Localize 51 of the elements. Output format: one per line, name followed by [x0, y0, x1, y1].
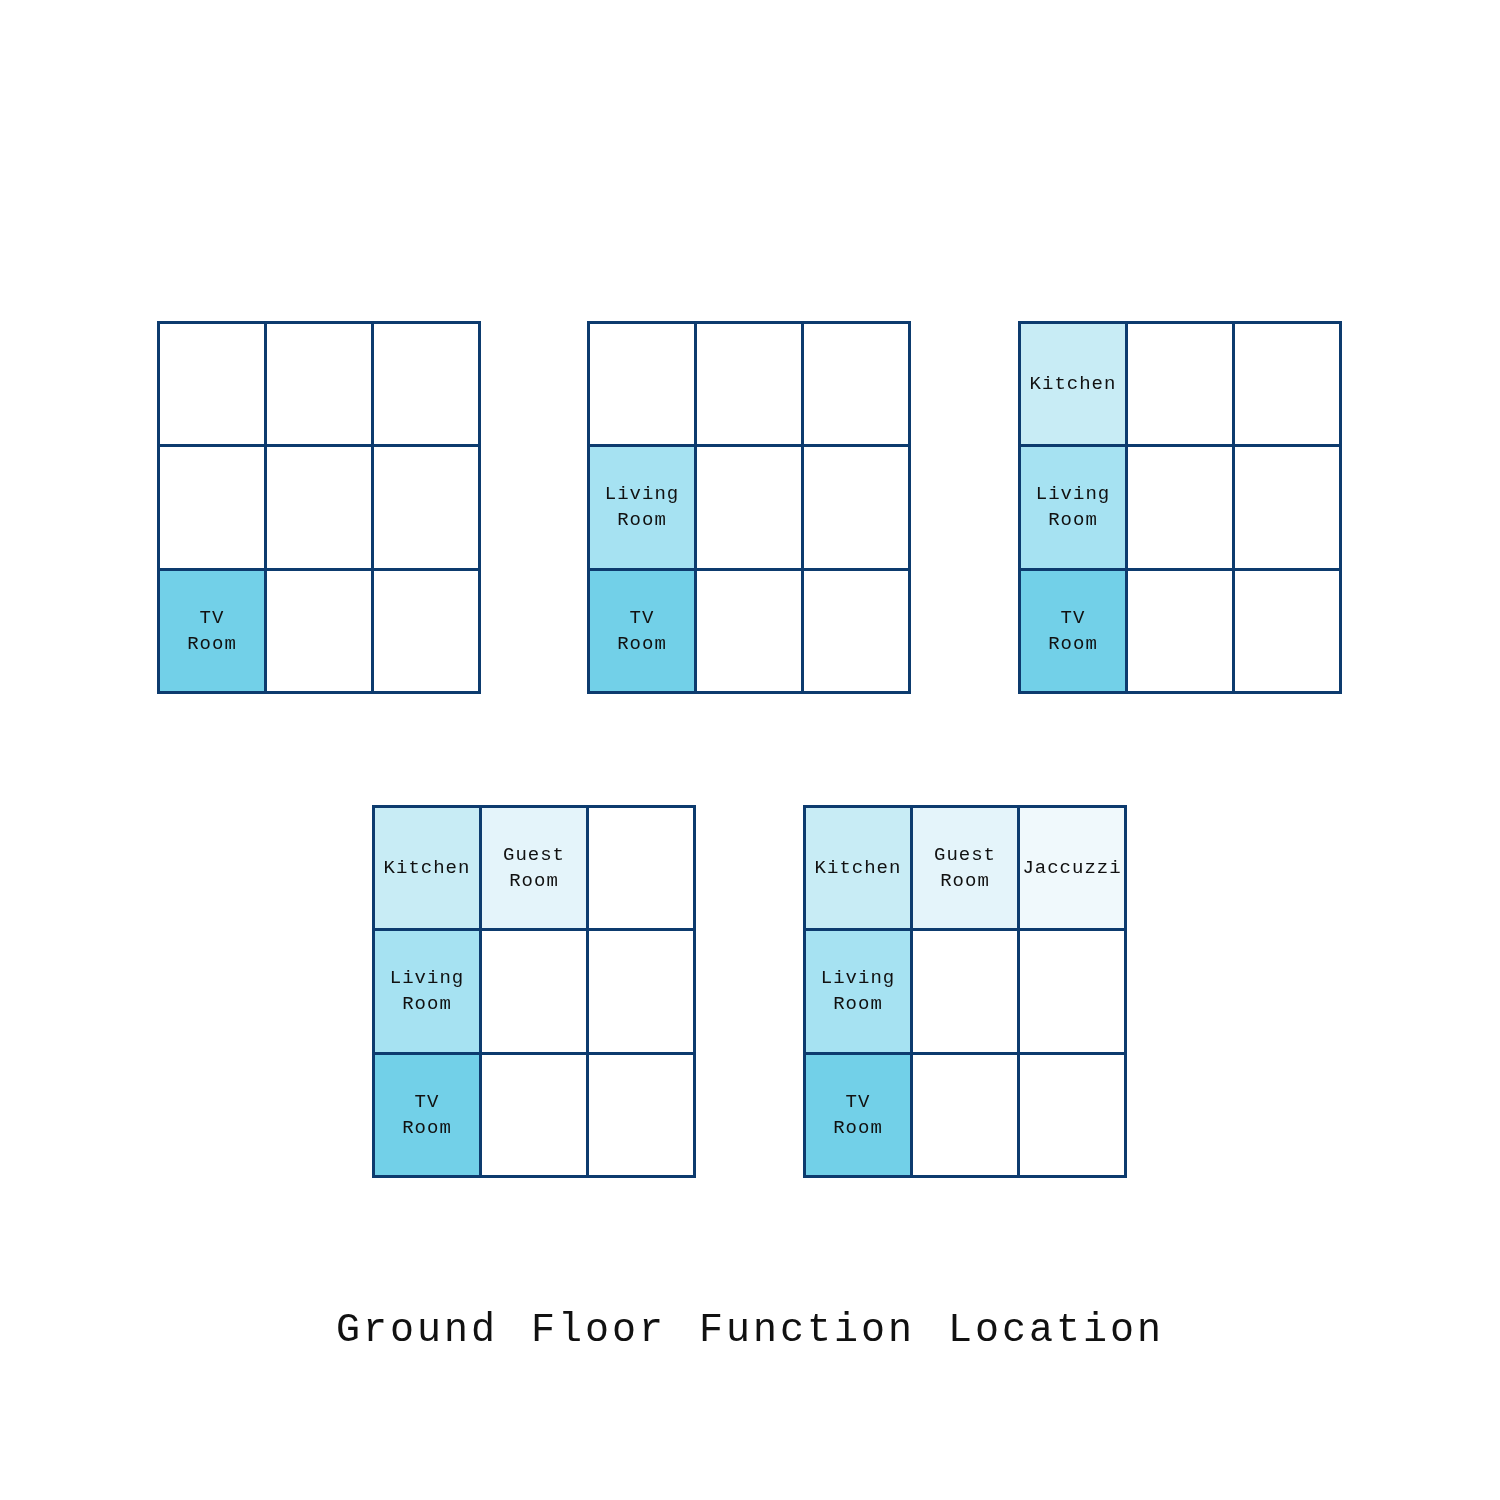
room-tile: TV Room [806, 1054, 910, 1175]
empty-room-tile [1235, 570, 1339, 691]
room-tile: Guest Room [913, 808, 1017, 929]
empty-room-tile [589, 808, 693, 929]
empty-room-tile [590, 324, 694, 445]
floor-plan-grid [1018, 321, 1342, 694]
empty-room-tile [160, 447, 264, 568]
empty-room-tile [160, 324, 264, 445]
empty-room-tile [913, 1054, 1017, 1175]
empty-room-tile [804, 570, 908, 691]
empty-room-tile [1128, 324, 1232, 445]
empty-room-tile [804, 447, 908, 568]
empty-room-tile [267, 324, 371, 445]
floor-plan-grid [803, 805, 1127, 1178]
room-tile: Guest Room [482, 808, 586, 929]
caption: Ground Floor Function Location [334, 1308, 1166, 1353]
empty-room-tile [1020, 1054, 1124, 1175]
empty-room-tile [589, 1054, 693, 1175]
empty-room-tile [374, 447, 478, 568]
room-tile: Living Room [1021, 447, 1125, 568]
room-tile: Living Room [590, 447, 694, 568]
empty-room-tile [267, 570, 371, 691]
floor-plan-grid [587, 321, 911, 694]
empty-room-tile [482, 1054, 586, 1175]
empty-room-tile [1235, 324, 1339, 445]
empty-room-tile [1235, 447, 1339, 568]
empty-room-tile [374, 324, 478, 445]
empty-room-tile [1128, 447, 1232, 568]
room-tile: Jaccuzzi [1020, 808, 1124, 929]
empty-room-tile [1020, 931, 1124, 1052]
room-tile: Living Room [375, 931, 479, 1052]
room-tile: TV Room [1021, 570, 1125, 691]
empty-room-tile [589, 931, 693, 1052]
room-tile: Kitchen [806, 808, 910, 929]
empty-room-tile [804, 324, 908, 445]
room-tile: TV Room [590, 570, 694, 691]
empty-room-tile [374, 570, 478, 691]
room-tile: Kitchen [375, 808, 479, 929]
empty-room-tile [1128, 570, 1232, 691]
empty-room-tile [482, 931, 586, 1052]
empty-room-tile [267, 447, 371, 568]
empty-room-tile [697, 447, 801, 568]
floor-plan-grid [372, 805, 696, 1178]
room-tile: Kitchen [1021, 324, 1125, 445]
floor-plan-grid [157, 321, 481, 694]
empty-room-tile [697, 324, 801, 445]
room-tile: Living Room [806, 931, 910, 1052]
empty-room-tile [697, 570, 801, 691]
empty-room-tile [913, 931, 1017, 1052]
room-tile: TV Room [160, 570, 264, 691]
room-tile: TV Room [375, 1054, 479, 1175]
